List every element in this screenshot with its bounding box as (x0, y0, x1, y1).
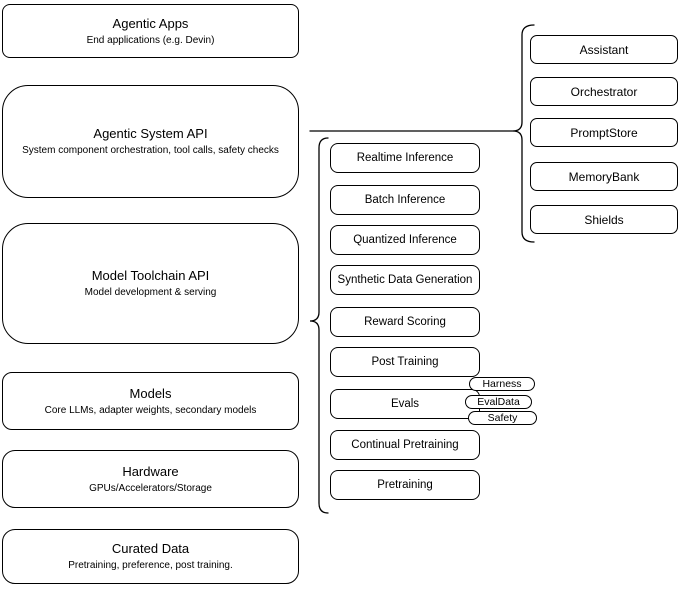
layer-subtitle: Pretraining, preference, post training. (68, 560, 233, 571)
layer-subtitle: Model development & serving (84, 287, 217, 298)
toolchain-item-pretraining: Pretraining (330, 470, 480, 500)
layer-box-hardware: Hardware GPUs/Accelerators/Storage (2, 450, 299, 508)
evals-tag-safety: Safety (468, 411, 537, 425)
layer-box-agentic-system-api: Agentic System API System component orch… (2, 85, 299, 198)
toolchain-item-continual-pretraining: Continual Pretraining (330, 430, 480, 460)
layer-title: Models (129, 385, 172, 401)
layer-subtitle: Core LLMs, adapter weights, secondary mo… (44, 404, 257, 416)
layer-subtitle: GPUs/Accelerators/Storage (89, 482, 212, 494)
layer-box-curated-data: Curated Data Pretraining, preference, po… (2, 529, 299, 584)
toolchain-item-quantized-inference: Quantized Inference (330, 225, 480, 255)
layer-title: Model Toolchain API (91, 268, 210, 283)
system-component-assistant: Assistant (530, 35, 678, 64)
system-component-shields: Shields (530, 205, 678, 234)
system-component-promptstore: PromptStore (530, 118, 678, 147)
evals-tag-harness: Harness (469, 377, 535, 391)
system-component-orchestrator: Orchestrator (530, 77, 678, 106)
evals-tag-evaldata: EvalData (465, 395, 532, 409)
layer-title: Agentic System API (93, 126, 208, 141)
layer-box-agentic-apps: Agentic Apps End applications (e.g. Devi… (2, 4, 299, 58)
system-component-memorybank: MemoryBank (530, 162, 678, 191)
layer-subtitle: End applications (e.g. Devin) (86, 34, 215, 46)
layer-box-model-toolchain-api: Model Toolchain API Model development & … (2, 223, 299, 344)
layer-title: Agentic Apps (112, 15, 189, 31)
layer-title: Curated Data (111, 541, 190, 556)
layer-title: Hardware (122, 463, 179, 479)
toolchain-item-realtime-inference: Realtime Inference (330, 143, 480, 173)
toolchain-item-post-training: Post Training (330, 347, 480, 377)
toolchain-item-synthetic-data-generation: Synthetic Data Generation (330, 265, 480, 295)
toolchain-item-batch-inference: Batch Inference (330, 185, 480, 215)
layer-box-models: Models Core LLMs, adapter weights, secon… (2, 372, 299, 430)
toolchain-item-reward-scoring: Reward Scoring (330, 307, 480, 337)
toolchain-item-evals: Evals (330, 389, 480, 419)
layer-subtitle: System component orchestration, tool cal… (22, 145, 279, 156)
toolchain-brace (309, 137, 329, 514)
